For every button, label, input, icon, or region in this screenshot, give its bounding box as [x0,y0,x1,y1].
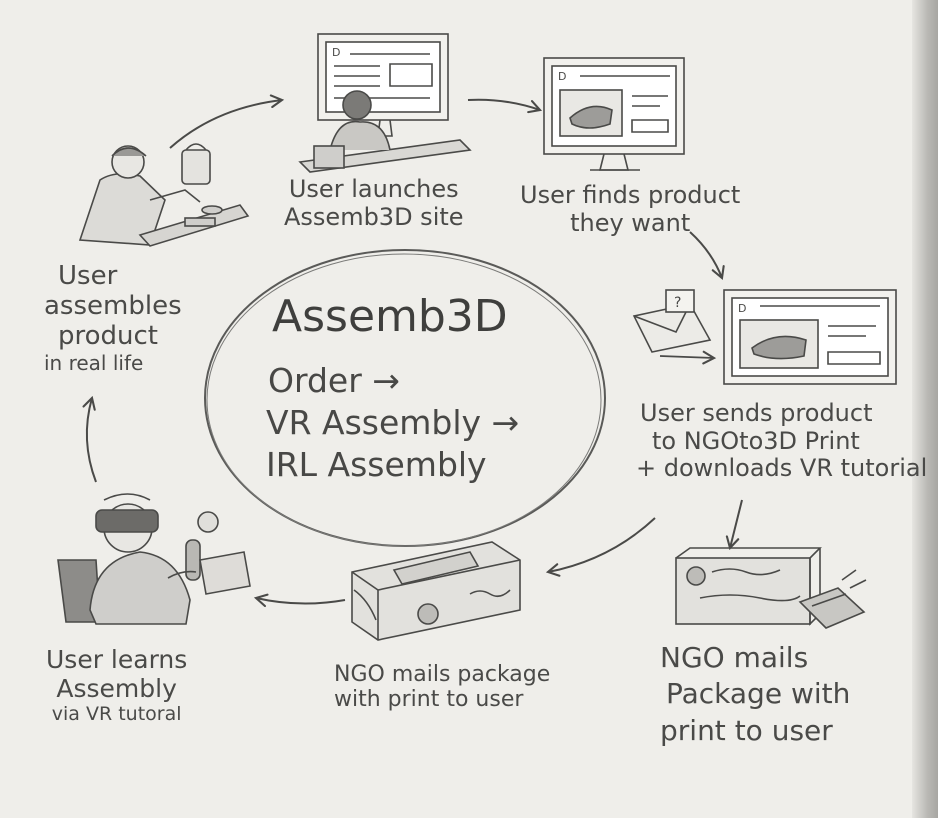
arrow-envelope-to-screen [659,350,717,365]
stage-send-line-1: User sends product [640,399,873,427]
find-site-logo-icon: D [558,70,566,83]
stage-send-line-3: + downloads VR tutorial [636,454,928,483]
launch-site-illustration: D [298,33,472,173]
arrow-assemble-to-launch [169,94,285,149]
stage-ngo-mails-right-line-2: Package with [666,677,851,711]
arrow-mail-to-vr [253,593,346,608]
stage-vr-learn-line-3: via VR tutoral [51,702,182,725]
center-step-order: Order → [268,361,400,400]
center-cycle-ellipse-retrace [206,253,602,547]
stage-ngo-mails-right-line-3: print to user [660,713,833,747]
center-step-vr-assembly: VR Assembly → [266,403,520,442]
paper-edge-shadow [912,0,938,818]
stage-find-line-2: they want [570,208,691,237]
center-step-irl-assembly: IRL Assembly [266,445,487,484]
stage-send-label: User sends product to NGOto3D Print + do… [636,399,928,483]
stage-ngo-mails-right-line-1: NGO mails [660,641,809,674]
stage-assemble-label: User assembles product in real life [44,261,182,375]
stage-ngo-mails-right-label: NGO mails Package with print to user [660,640,850,749]
ngo-package-right-illustration [675,547,867,629]
stage-assemble-line-4: in real life [44,350,144,375]
stage-assemble-line-2: assembles [44,290,182,321]
stage-send-line-2: to NGOto3D Print [652,426,860,455]
stage-assemble-line-1: User [58,261,118,291]
ngo-package-middle-illustration [351,541,521,641]
arrow-launch-to-find [467,98,543,114]
arrow-send-to-mail-right [725,499,743,551]
assembling-desk-illustration [78,143,250,247]
arrow-find-to-send [689,231,725,281]
stage-find-label: User finds product they want [520,181,741,237]
launch-site-logo-icon: D [332,46,340,59]
stage-ngo-mails-middle-line-1: NGO mails package [334,662,551,687]
stage-find-line-1: User finds product [520,181,741,209]
stage-vr-learn-line-1: User learns [46,645,188,674]
stage-ngo-mails-middle-label: NGO mails package with print to user [334,662,550,713]
stage-launch-label: User launches Assemb3D site [284,175,464,231]
stage-assemble-line-3: product [58,320,159,351]
arrow-send-to-mail-middle [545,517,656,577]
stage-vr-learn-line-2: Assembly [56,673,177,703]
find-product-illustration: D [543,57,685,171]
center-title: Assemb3D [272,291,508,342]
stage-launch-line-2: Assemb3D site [284,202,464,231]
stage-vr-learn-label: User learns Assembly via VR tutoral [46,645,188,725]
stage-ngo-mails-middle-line-2: with print to user [334,687,524,713]
vr-tutorial-illustration [57,493,251,625]
arrow-vr-to-assemble [82,395,97,483]
stage-launch-line-1: User launches [288,175,459,203]
send-site-logo-icon: D [738,302,746,315]
send-product-illustration: ? D [632,289,897,385]
envelope-question-icon: ? [674,295,681,311]
